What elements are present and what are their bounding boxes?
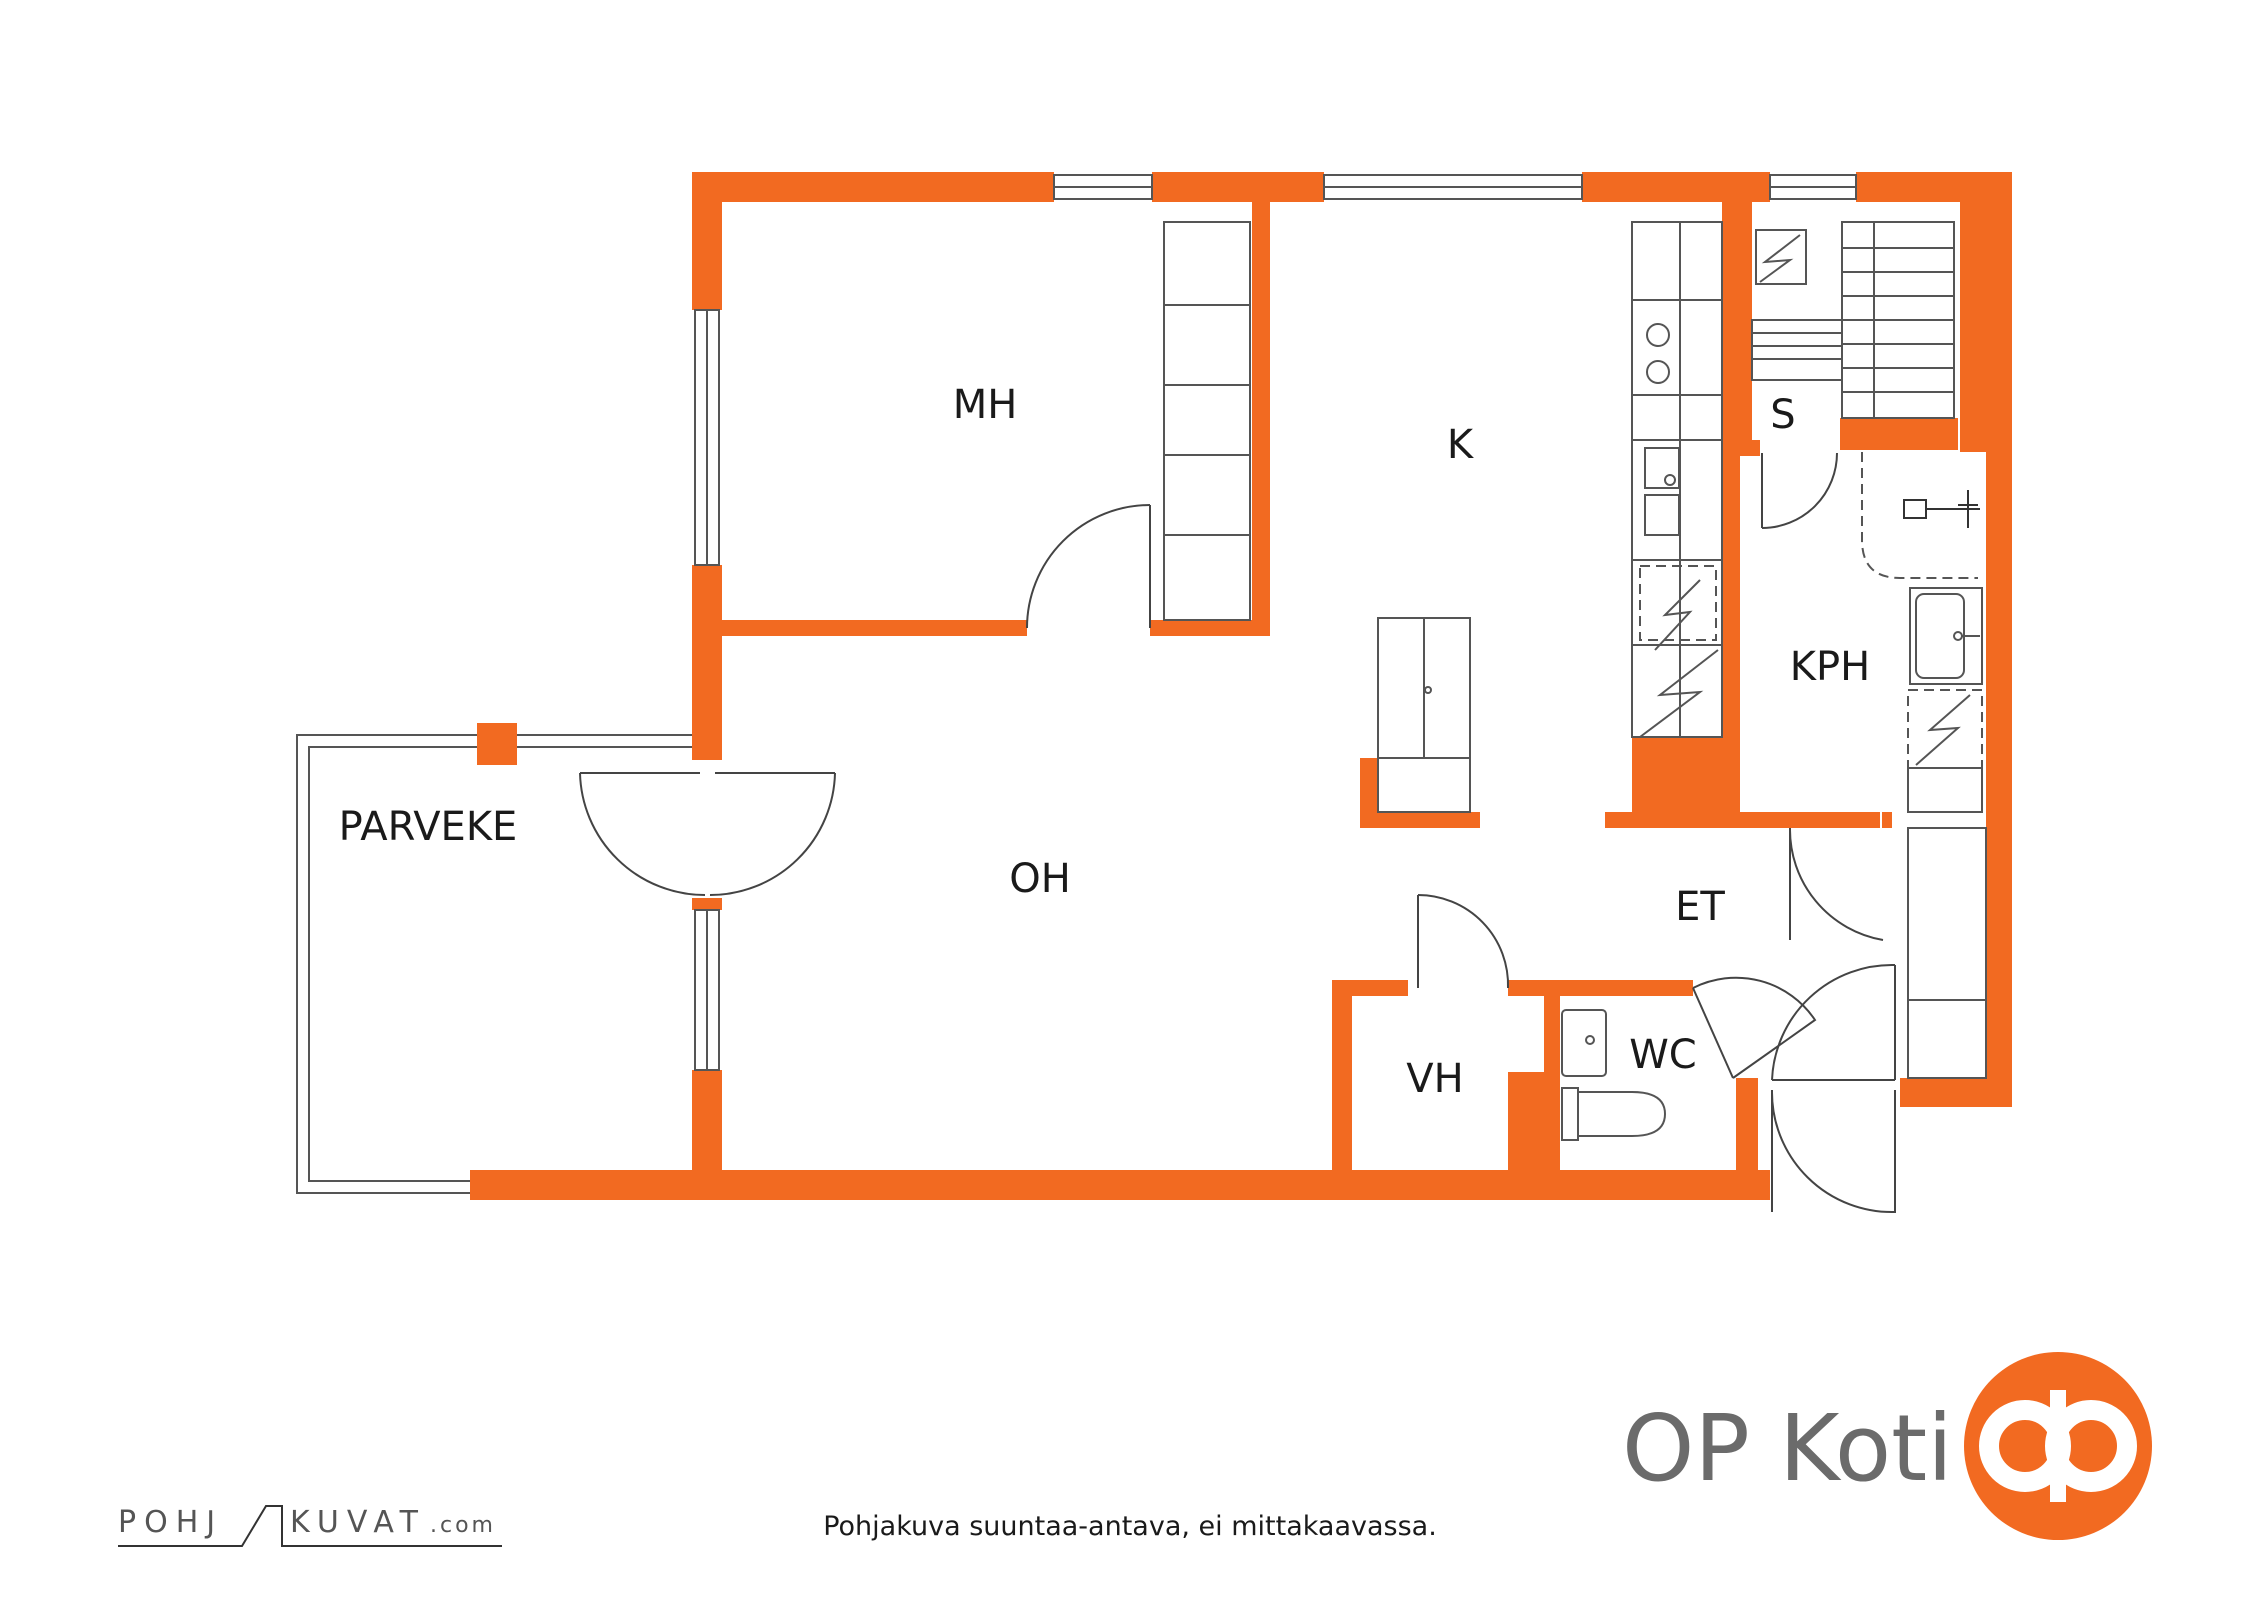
shower-curtain-icon	[1861, 452, 1978, 579]
dishwasher-icon	[1639, 565, 1717, 641]
room-label-k: K	[1447, 422, 1475, 468]
sauna-benches	[1751, 221, 1955, 419]
washing-machine-icon	[1907, 689, 1983, 769]
stove-burner-icon	[1646, 360, 1670, 384]
toilet-bowl-icon	[1577, 1091, 1667, 1137]
op-logo-icon	[1964, 1352, 2152, 1540]
room-label-mh: MH	[953, 382, 1018, 428]
fridge-zigzag-icon	[1654, 579, 1701, 651]
hall-wardrobe	[1907, 827, 1987, 1079]
bathroom-fixtures	[1861, 452, 1983, 813]
toilet-tank-icon	[1561, 1087, 1579, 1141]
room-label-s: S	[1770, 392, 1795, 438]
credit-suffix-text: .com	[430, 1513, 496, 1538]
walls	[470, 172, 2012, 1200]
pohjakuvat-credit: POHJ KUVAT .com	[118, 1505, 502, 1547]
brand-name: OP Koti	[1622, 1395, 1953, 1502]
oven-zigzag-icon	[1639, 649, 1719, 738]
shower-head-icon	[1903, 499, 1927, 519]
kitchen-counter	[1631, 221, 1723, 738]
room-label-vh: VH	[1406, 1056, 1463, 1102]
windows	[694, 174, 1857, 1071]
room-label-et: ET	[1675, 884, 1725, 930]
wc-sink-icon	[1561, 1009, 1607, 1077]
doors	[579, 452, 1896, 1214]
wc-fixtures	[1561, 1009, 1667, 1141]
kitchen-sink-icon	[1644, 447, 1680, 489]
credit-left-text: POHJ	[118, 1505, 223, 1540]
bathroom-sink-icon	[1909, 587, 1983, 685]
disclaimer-text: Pohjakuva suuntaa-antava, ei mittakaavas…	[823, 1511, 1437, 1542]
room-label-parveke: PARVEKE	[339, 804, 518, 850]
room-label-kph: KPH	[1790, 644, 1870, 690]
room-label-wc: WC	[1629, 1032, 1696, 1078]
credit-right-text: KUVAT	[290, 1505, 426, 1540]
kitchen-island	[1377, 617, 1471, 813]
sauna-stove-icon	[1755, 229, 1807, 285]
balcony-pillar	[477, 723, 517, 765]
stove-burner-icon	[1646, 323, 1670, 347]
bedroom-wardrobe	[1163, 221, 1251, 621]
room-label-oh: OH	[1009, 856, 1071, 902]
